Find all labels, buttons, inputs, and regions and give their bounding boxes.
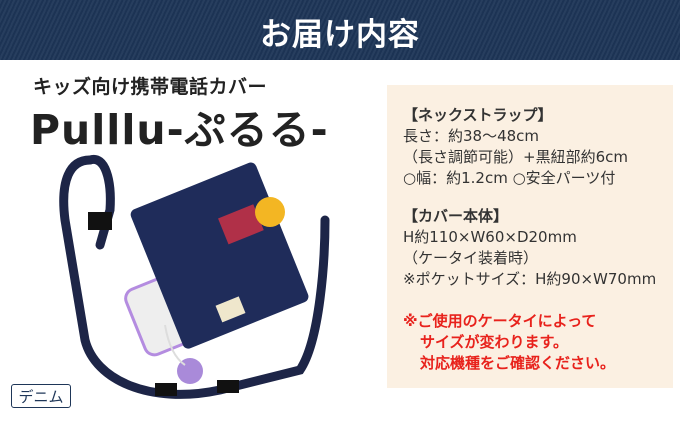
yellow-button — [255, 197, 285, 227]
spec-line: （ケータイ装着時） — [403, 249, 539, 267]
spec-line: H約110×W60×D20mm — [403, 228, 577, 246]
spec-line: 長さ：約38〜48cm — [403, 127, 540, 145]
spec-panel: 【ネックストラップ】 長さ：約38〜48cm （長さ調節可能）+黒紐部約6cm … — [387, 85, 673, 388]
strap-buckle — [88, 212, 112, 230]
note-line: サイズが変わります。 — [420, 333, 569, 351]
spec-line: ※ポケットサイズ：H約90×W70mm — [403, 270, 657, 288]
product-brand-logo: Pulllu-ぷるる- — [30, 106, 329, 154]
strap-spec: 【ネックストラップ】 長さ：約38〜48cm （長さ調節可能）+黒紐部約6cm … — [403, 105, 628, 189]
neck-strap — [59, 154, 330, 399]
strap-heading: 【ネックストラップ】 — [403, 106, 553, 124]
spec-line: （長さ調節可能）+黒紐部約6cm — [403, 148, 628, 166]
product-photo — [59, 154, 330, 399]
color-badge: デニム — [11, 384, 71, 408]
body-spec: 【カバー本体】 H約110×W60×D20mm （ケータイ装着時） ※ポケットサ… — [403, 206, 656, 290]
compatibility-note: ※ご使用のケータイによって サイズが変わります。 対応機種をご確認ください。 — [403, 311, 615, 374]
note-line: 対応機種をご確認ください。 — [420, 354, 616, 372]
note-line: ※ご使用のケータイによって — [403, 312, 597, 330]
header-banner: お届け内容 — [0, 0, 680, 60]
spec-line: ○幅：約1.2cm ○安全パーツ付 — [403, 169, 616, 187]
body-heading: 【カバー本体】 — [403, 207, 509, 225]
product-subtitle: キッズ向け携帯電話カバー — [33, 76, 268, 98]
page-title: お届け内容 — [260, 17, 420, 53]
